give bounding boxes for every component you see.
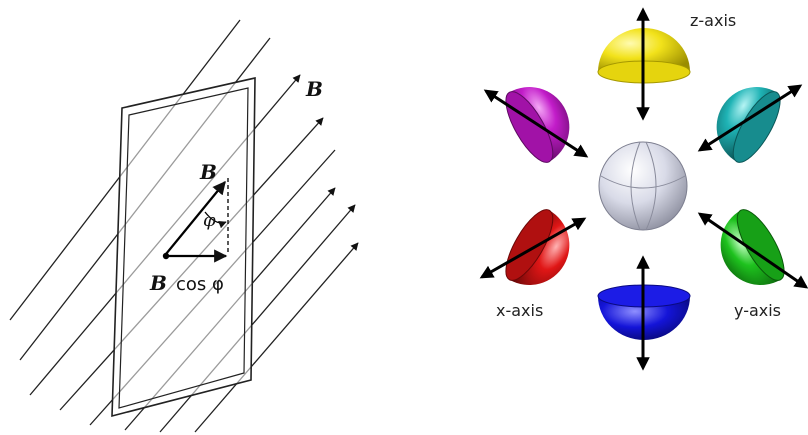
projection-label-b: B [149,271,167,295]
b-vector-arrow [165,180,226,255]
field-line [194,242,359,433]
flux-diagram: B B φ B cos φ [9,19,359,433]
vector-label-b: B [199,160,217,184]
axes-diagram: z-axis x-axis y-axis [479,7,808,371]
angle-arc [204,211,227,229]
field-label-b: B [305,77,323,101]
angle-label-phi: φ [203,210,216,231]
vector-construction [162,178,229,263]
projection-label-cos-phi: cos φ [176,274,224,295]
y-axis-label: y-axis [734,301,781,320]
x-axis-arrow [479,217,587,279]
current-loop [111,76,256,418]
hemisphere-upper-left-magenta [505,87,570,163]
y-axis-arrow [697,212,808,289]
origin-dot [162,252,170,260]
upper-left-axis-arrow [483,89,589,158]
upper-right-axis-arrow [697,84,803,152]
x-axis-label: x-axis [496,301,543,320]
z-axis-label: z-axis [690,11,736,30]
hemisphere-lower-left-red [505,209,570,285]
hemisphere-lower-right-green [720,209,785,285]
center-sphere [598,141,688,231]
